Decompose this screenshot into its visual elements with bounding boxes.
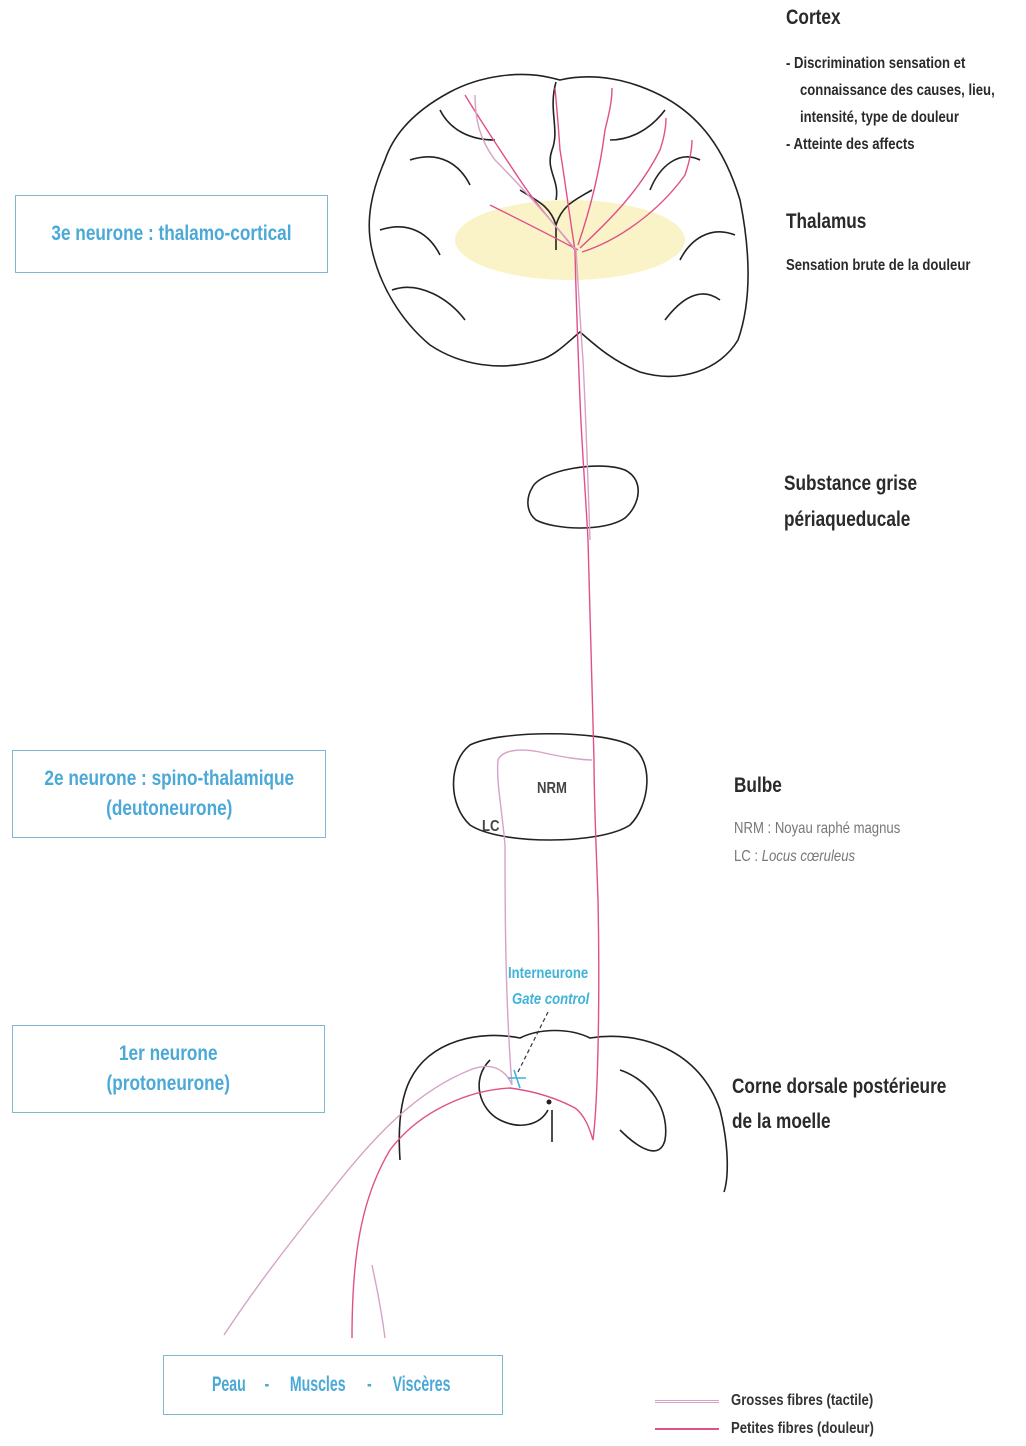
grey-matter-right bbox=[620, 1070, 666, 1151]
cortex-point-1: - Discrimination sensation et bbox=[786, 50, 981, 77]
nrm-label: NRM bbox=[537, 775, 567, 802]
gate-control-pointer bbox=[518, 1012, 548, 1072]
cortex-points: - Discrimination sensation et connaissan… bbox=[786, 50, 1023, 158]
periphery-peau: Peau bbox=[212, 1370, 246, 1400]
third-neuron-box: 3e neurone : thalamo-cortical bbox=[15, 195, 328, 273]
first-neuron-line1: 1er neurone bbox=[107, 1039, 230, 1069]
left-hemisphere-sulci bbox=[380, 110, 495, 320]
second-neuron-box: 2e neurone : spino-thalamique (deutoneur… bbox=[12, 750, 326, 838]
periphery-sep-1: - bbox=[265, 1370, 270, 1400]
cortex-point-2: connaissance des causes, lieu, bbox=[800, 77, 995, 104]
first-neuron-line2: (protoneurone) bbox=[107, 1069, 230, 1099]
moelle-title-line2: de la moelle bbox=[732, 1110, 831, 1134]
large-fibre-pathway bbox=[224, 95, 592, 1338]
pag-outline bbox=[528, 466, 638, 528]
periphery-visceres: Viscères bbox=[393, 1370, 451, 1400]
bulbe-nrm-definition: NRM : Noyau raphé magnus bbox=[734, 815, 900, 842]
third-neuron-label: 3e neurone : thalamo-cortical bbox=[51, 219, 291, 249]
moelle-title-line1: Corne dorsale postérieure bbox=[732, 1075, 946, 1099]
legend-small-fibres-swatch bbox=[655, 1428, 719, 1430]
legend-small-fibres: Petites fibres (douleur) bbox=[655, 1420, 905, 1438]
thalamus-description: Sensation brute de la douleur bbox=[786, 252, 970, 279]
legend-large-fibres-label: Grosses fibres (tactile) bbox=[731, 1392, 873, 1410]
legend-large-fibres: Grosses fibres (tactile) bbox=[655, 1392, 904, 1410]
interneurone-label: Interneurone bbox=[508, 960, 588, 987]
legend-large-fibres-swatch bbox=[655, 1400, 719, 1403]
second-neuron-label: 2e neurone : spino-thalamique (deutoneur… bbox=[44, 764, 294, 824]
periphery-muscles: Muscles bbox=[290, 1370, 346, 1400]
periphery-label: Peau - Muscles - Viscères bbox=[209, 1370, 458, 1400]
periphery-sep-2: - bbox=[367, 1370, 372, 1400]
gate-control-label: Gate control bbox=[512, 986, 589, 1013]
pag-title-line1: Substance grise bbox=[784, 472, 917, 496]
lc-label: LC bbox=[482, 813, 499, 840]
spinal-cord-section bbox=[399, 1031, 727, 1193]
cortex-point-4: - Atteinte des affects bbox=[786, 131, 981, 158]
first-neuron-label: 1er neurone (protoneurone) bbox=[107, 1039, 230, 1099]
bulbe-title: Bulbe bbox=[734, 774, 782, 798]
lc-prefix: LC : bbox=[734, 848, 762, 865]
first-neuron-box: 1er neurone (protoneurone) bbox=[12, 1025, 325, 1113]
second-neuron-line1: 2e neurone : spino-thalamique bbox=[44, 764, 294, 794]
brain-section bbox=[369, 74, 748, 376]
lc-name: Locus cœruleus bbox=[762, 848, 855, 865]
spinal-cord-outline bbox=[399, 1031, 727, 1193]
central-canal bbox=[547, 1100, 552, 1105]
cortex-point-3: intensité, type de douleur bbox=[800, 104, 995, 131]
second-neuron-line2: (deutoneurone) bbox=[44, 794, 294, 824]
thalamus-title: Thalamus bbox=[786, 210, 866, 234]
bulbe-lc-definition: LC : Locus cœruleus bbox=[734, 843, 855, 870]
cortex-title: Cortex bbox=[786, 6, 841, 30]
grey-matter-left bbox=[479, 1060, 548, 1125]
legend-small-fibres-label: Petites fibres (douleur) bbox=[731, 1420, 874, 1438]
periphery-box: Peau - Muscles - Viscères bbox=[163, 1355, 503, 1415]
pag-title-line2: périaqueducale bbox=[784, 508, 910, 532]
